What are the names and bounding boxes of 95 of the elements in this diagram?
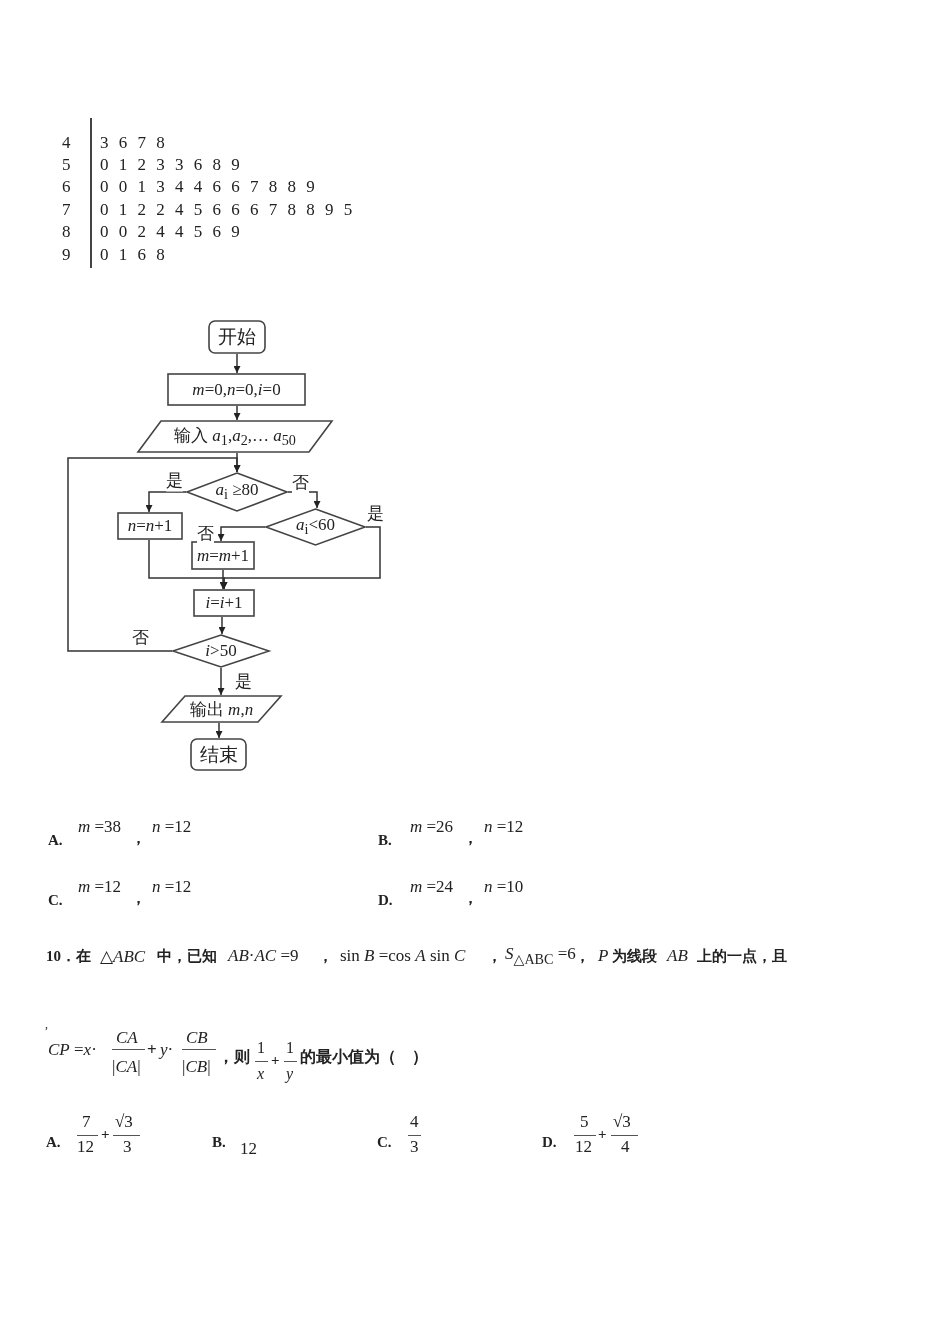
option-letter: D. [542,1133,557,1151]
option-letter: D. [378,891,393,909]
formula-text: △ABC [100,945,146,967]
answer-value: m =26 [410,817,454,837]
formula-text: y· [160,1040,174,1060]
io-parallelogram: 输入 a$_{1}$,a$_{2}$,… a$_{50}$ [137,420,333,453]
fraction-numerator: CA [116,1028,138,1048]
process-box: i=i+1 [193,589,255,617]
answer-value: n =12 [152,817,192,837]
arrow [233,353,241,374]
arrow [67,457,241,652]
comma: ， [487,946,502,966]
plus-sign: + [598,1125,607,1143]
plus-sign: + [271,1051,280,1069]
fraction-denominator: 4 [621,1137,630,1157]
leaf-digits: 0 0 1 3 4 4 6 6 7 8 8 9 [100,177,315,197]
fraction-numerator: CB [186,1028,208,1048]
fraction-numerator: 5 [580,1112,589,1132]
formula-text: CP =x· [48,1040,97,1060]
io-parallelogram: 输出 m,n [161,695,282,723]
arrow [217,667,225,696]
stem-number: 4 [62,133,71,153]
leaf-digits: 0 1 2 2 4 5 6 6 6 7 8 8 9 5 [100,200,353,220]
question-text: 中，已知 [157,946,217,966]
fraction-denominator: |CB| [182,1057,211,1077]
answer-value: n =12 [484,817,524,837]
answer-value: m =12 [78,877,122,897]
arrow [145,491,187,513]
arrow [219,569,227,590]
fraction-numerator: √3 [613,1112,631,1132]
formula-text: S$_{△ABC}$ =6 [505,944,576,968]
arrow [233,405,241,421]
leaf-digits: 0 1 6 8 [100,245,165,265]
stem-number: 9 [62,245,71,265]
fraction-numerator: 7 [82,1112,91,1132]
decision-diamond: a$_{i}$ ≥80 [186,472,288,512]
option-letter: A. [48,831,63,849]
option-letter: C. [377,1133,392,1151]
fraction-numerator: 1 [257,1039,265,1057]
option-letter: A. [46,1133,61,1151]
decision-diamond: a$_{i}$<60 [265,508,366,546]
process-box: m=m+1 [191,541,255,570]
option-letter: C. [48,891,63,909]
question-text: ，则 [218,1046,250,1067]
decision-diamond: i>50 [172,634,270,668]
answer-value: m =38 [78,817,122,837]
arrow [217,526,266,542]
comma: ， [463,828,478,848]
question-text: 为线段 [612,946,657,966]
comma: ， [463,888,478,908]
leaf-digits: 0 0 2 4 4 5 6 9 [100,222,240,242]
stem-number: 6 [62,177,71,197]
fraction-denominator: y [286,1065,294,1083]
answer-value: n =12 [152,877,192,897]
leaf-digits: 0 1 2 3 3 6 8 9 [100,155,240,175]
fraction-denominator: 12 [575,1137,592,1157]
option-letter: B. [212,1133,226,1151]
formula-text: AB [667,946,688,966]
leaf-digits: 3 6 7 8 [100,133,165,153]
comma: ， [131,888,146,908]
option-letter: B. [378,831,392,849]
plus-sign: + [147,1040,157,1060]
arrow [218,616,226,635]
comma: ， [575,946,590,966]
formula-text: AB·AC =9 [228,946,299,966]
arrow [287,491,321,509]
fraction-denominator: 12 [77,1137,94,1157]
process-box: m=0,n=0,i=0 [167,373,306,406]
stem-number: 7 [62,200,71,220]
fraction-numerator: 4 [410,1112,419,1132]
fraction-denominator: |CA| [112,1057,141,1077]
fraction-denominator: 3 [410,1137,419,1157]
terminal-box: 结束 [190,738,247,771]
comma: , [45,1016,48,1032]
fraction-numerator: 1 [286,1039,294,1057]
answer-value: n =10 [484,877,524,897]
stem-number: 8 [62,222,71,242]
fraction-denominator: 3 [123,1137,132,1157]
question-text: 的最小值为（ ） [300,1046,428,1067]
fraction-numerator: √3 [115,1112,133,1132]
arrow [148,539,228,590]
comma: ， [131,828,146,848]
arrow [215,722,223,739]
comma: ， [318,946,333,966]
plus-sign: + [101,1125,110,1143]
question-text: 10．在 [46,946,91,966]
terminal-box: 开始 [208,320,266,354]
stem-number: 5 [62,155,71,175]
formula-text: sin B =cos A sin C [340,946,466,966]
answer-value: m =24 [410,877,454,897]
fraction-denominator: x [257,1065,265,1083]
answer-value: 12 [240,1139,257,1159]
question-text: 上的一点，且 [697,946,787,966]
process-box: n=n+1 [117,512,183,540]
formula-text: P [598,946,609,966]
